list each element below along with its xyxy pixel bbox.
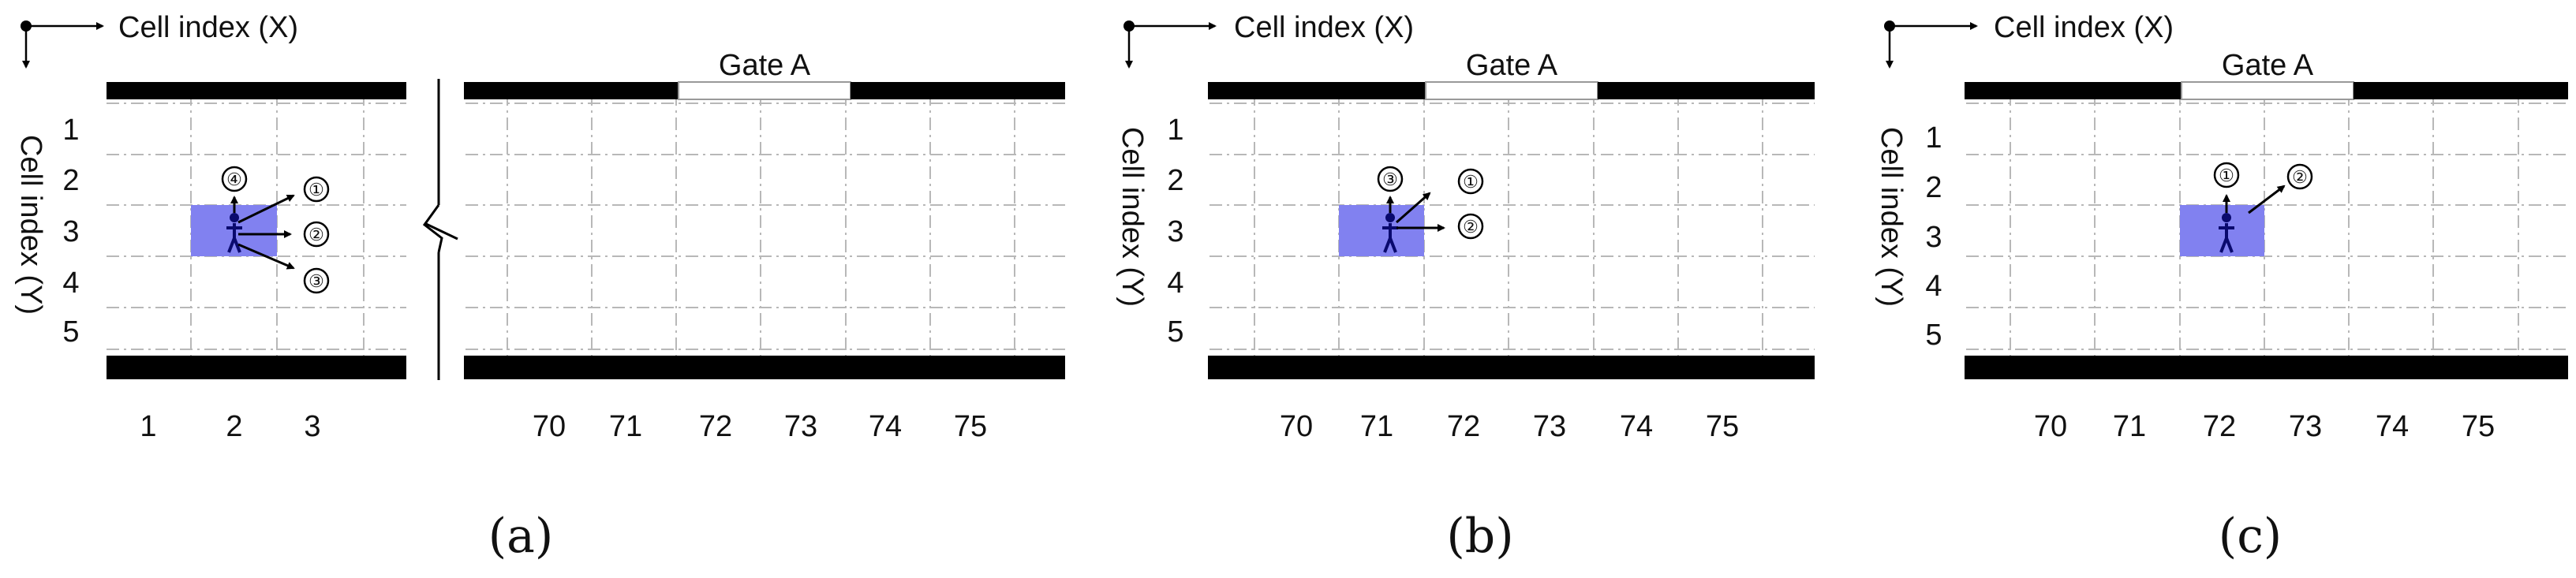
bottom-wall [107, 356, 406, 379]
row-label: 3 [62, 215, 79, 248]
row-label: 1 [1167, 114, 1183, 147]
pedestrian-cell [1339, 205, 1424, 256]
panel-a: Cell index (X) Cell index (Y) [14, 11, 1065, 564]
column-label: 75 [2462, 410, 2495, 443]
panel-caption: (b) [1446, 509, 1513, 564]
svg-text:③: ③ [1382, 170, 1398, 189]
move-badge: ③ [303, 267, 330, 294]
column-label: 71 [2113, 410, 2146, 443]
column-label: 1 [140, 410, 156, 443]
bottom-wall [464, 356, 1065, 379]
column-label: 73 [784, 410, 817, 443]
column-label: 75 [954, 410, 987, 443]
svg-text:①: ① [308, 180, 324, 200]
row-label: 4 [1925, 270, 1942, 303]
gate-label: Gate A [1466, 49, 1558, 82]
grid [1209, 93, 1815, 360]
grid [1966, 93, 2568, 360]
grid [107, 93, 1065, 360]
move-arrows [1386, 192, 1445, 232]
top-wall [851, 82, 1065, 99]
axis-indicator [21, 21, 104, 69]
bottom-wall [1965, 356, 2568, 379]
x-axis-label: Cell index (X) [118, 11, 298, 44]
column-label: 71 [1360, 410, 1393, 443]
column-label: 75 [1706, 410, 1739, 443]
column-label: 73 [1533, 410, 1566, 443]
top-wall [2354, 82, 2568, 99]
y-axis-label: Cell index (Y) [1116, 127, 1149, 307]
move-badge: ③ [1377, 166, 1404, 192]
row-label: 2 [62, 164, 79, 197]
gate-a [2181, 81, 2354, 100]
row-label: 4 [1167, 267, 1183, 300]
axis-indicator [1123, 21, 1217, 69]
top-wall [1965, 82, 2182, 99]
top-wall [107, 82, 406, 99]
column-label: 74 [2376, 410, 2409, 443]
row-label: 3 [1167, 215, 1183, 248]
column-label: 2 [226, 410, 242, 443]
row-label: 1 [1925, 121, 1942, 155]
column-label: 70 [2034, 410, 2067, 443]
svg-text:④: ④ [226, 170, 242, 189]
column-label: 3 [304, 410, 320, 443]
move-badge: ② [303, 221, 330, 248]
move-badge: ② [1457, 213, 1484, 240]
column-label: 72 [699, 410, 732, 443]
column-label: 70 [1280, 410, 1313, 443]
row-label: 5 [62, 315, 79, 349]
axis-indicator [1884, 21, 1978, 69]
panel-b: Cell index (X) Cell index (Y) Gate A 1 2… [1116, 11, 1815, 564]
svg-text:②: ② [308, 225, 324, 244]
row-label: 5 [1167, 315, 1183, 349]
move-arrows [230, 194, 295, 270]
row-label: 2 [1925, 171, 1942, 204]
column-label: 72 [1447, 410, 1480, 443]
pedestrian-icon [2219, 213, 2234, 253]
row-label: 5 [1925, 319, 1942, 352]
axis-break [422, 79, 458, 380]
svg-text:①: ① [1463, 172, 1479, 192]
row-label: 4 [62, 267, 79, 300]
gate-a [678, 81, 851, 100]
gate-label: Gate A [2222, 49, 2314, 82]
row-label: 1 [62, 114, 79, 147]
bottom-wall [1208, 356, 1815, 379]
panel-caption: (a) [488, 509, 554, 564]
move-badge: ① [303, 176, 330, 203]
x-axis-label: Cell index (X) [1994, 11, 2174, 44]
column-label: 70 [533, 410, 566, 443]
column-label: 74 [1620, 410, 1653, 443]
svg-text:②: ② [2292, 167, 2308, 187]
svg-text:③: ③ [308, 271, 324, 291]
pedestrian-icon [1382, 213, 1398, 253]
gate-a [1425, 81, 1598, 100]
column-label: 73 [2289, 410, 2322, 443]
pedestrian-icon [226, 213, 242, 253]
move-badge: ② [2286, 163, 2313, 190]
x-axis-label: Cell index (X) [1234, 11, 1414, 44]
row-label: 2 [1167, 164, 1183, 197]
svg-text:①: ① [2219, 166, 2234, 185]
column-label: 72 [2203, 410, 2236, 443]
move-badge: ④ [221, 166, 248, 192]
row-label: 3 [1925, 221, 1942, 254]
top-wall [1598, 82, 1815, 99]
panel-caption: (c) [2219, 509, 2282, 564]
column-label: 71 [609, 410, 642, 443]
move-arrows [2223, 185, 2286, 214]
gate-label: Gate A [719, 49, 811, 82]
panel-c: Cell index (X) Cell index (Y) Gate A 1 2… [1875, 11, 2568, 564]
y-axis-label: Cell index (Y) [1875, 127, 1908, 307]
top-wall [1208, 82, 1426, 99]
column-label: 74 [869, 410, 902, 443]
svg-text:②: ② [1463, 217, 1479, 237]
move-badge: ① [2213, 162, 2240, 188]
top-wall [464, 82, 679, 99]
y-axis-label: Cell index (Y) [14, 135, 47, 315]
move-badge: ① [1457, 168, 1484, 195]
